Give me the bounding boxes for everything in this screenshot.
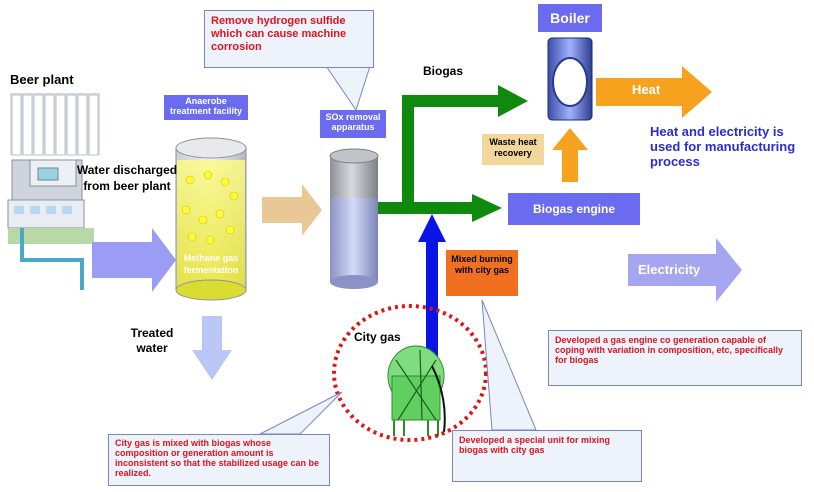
beer-plant-label: Beer plant <box>10 72 74 87</box>
heat-electricity-note: Heat and electricity is used for manufac… <box>650 124 796 169</box>
h2s-callout: Remove hydrogen sulfide which can cause … <box>204 10 374 68</box>
heat-label: Heat <box>632 82 661 97</box>
sox-removal-cylinder <box>329 148 379 289</box>
electricity-arrow <box>628 238 742 302</box>
tank-to-sox-arrow <box>262 184 322 236</box>
water-discharged-label: Water discharged from beer plant <box>76 163 178 193</box>
boiler-unit <box>547 37 593 121</box>
city-gas-tank <box>387 345 446 436</box>
city-gas-label: City gas <box>354 330 401 344</box>
city-gas-highlight-circle <box>332 304 488 442</box>
water-flow-arrow <box>92 228 176 292</box>
methane-fermentation-label: Methane gas fermentation <box>183 253 239 275</box>
electricity-label: Electricity <box>638 262 701 277</box>
anaerobe-tank <box>175 137 247 301</box>
anaerobe-facility-label: Anaerobe treatment facility <box>164 95 248 120</box>
biogas-label: Biogas <box>423 64 464 78</box>
waste-heat-arrow <box>552 128 588 182</box>
biogas-engine-label: Biogas engine <box>508 193 640 225</box>
city-gas-callout-pointer <box>259 391 343 435</box>
special-unit-callout: Developed a special unit for mixing biog… <box>452 430 642 482</box>
sox-apparatus-label: SOx removal apparatus <box>320 110 386 138</box>
treated-water-arrow <box>192 316 232 380</box>
city-gas-arrow <box>418 214 446 358</box>
cogeneration-note-callout: Developed a gas engine co generation cap… <box>548 330 802 386</box>
special-unit-callout-pointer <box>481 299 537 431</box>
boiler-label: Boiler <box>538 4 602 32</box>
waste-heat-recovery-label: Waste heat recovery <box>482 134 544 165</box>
mixed-burning-label: Mixed burning with city gas <box>446 250 518 296</box>
city-gas-mixed-callout: City gas is mixed with biogas whose comp… <box>108 434 330 486</box>
treated-water-label: Treated water <box>130 326 174 355</box>
heat-arrow <box>596 66 712 118</box>
beer-plant-illustration <box>7 93 100 290</box>
biogas-piping <box>378 85 528 222</box>
